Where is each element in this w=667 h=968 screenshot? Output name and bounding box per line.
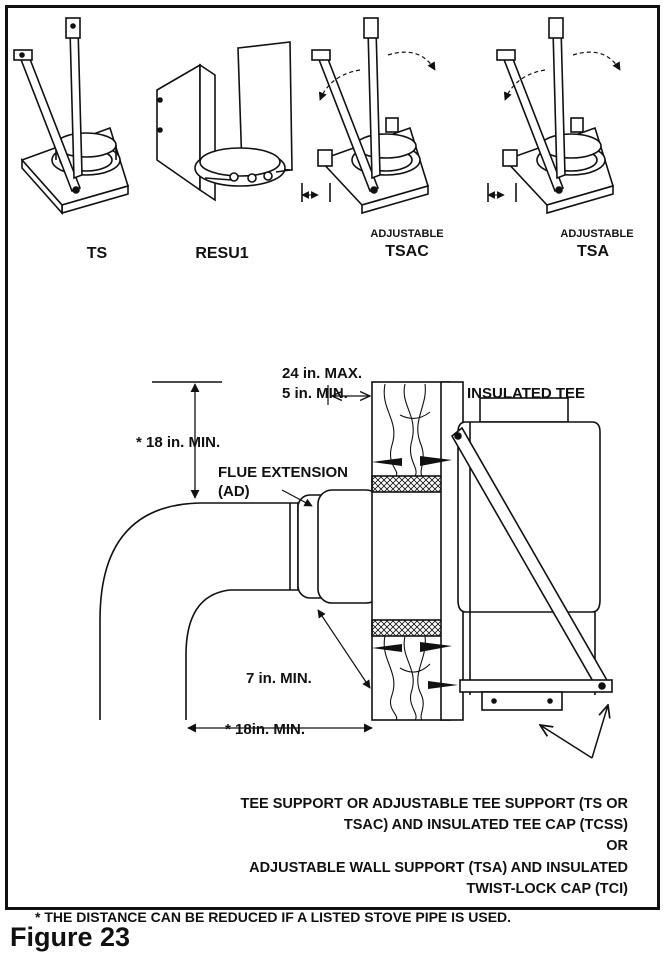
flue-extension-label: FLUE EXTENSION — [218, 464, 348, 481]
tsa-label: TSA — [577, 243, 609, 260]
flue-extension — [297, 489, 381, 604]
callout-arrow-right — [591, 705, 608, 759]
stove-pipe-elbow — [99, 502, 299, 720]
ts-label: TS — [87, 245, 108, 262]
figure-frame — [5, 5, 660, 910]
callout-line-1: TEE SUPPORT OR ADJUSTABLE TEE SUPPORT (T… — [240, 796, 628, 812]
resu1-label: RESU1 — [195, 245, 248, 262]
wood-grain-lower — [383, 635, 431, 721]
min-18-bottom-label: * 18in. MIN. — [225, 721, 305, 738]
side-clearance-dimension — [317, 609, 371, 689]
tsa-adjustable-wall-support-drawing — [487, 17, 615, 215]
insulated-tee-label: INSULATED TEE — [467, 385, 585, 402]
callout-line-4: ADJUSTABLE WALL SUPPORT (TSA) AND INSULA… — [249, 860, 628, 876]
callout-line-5: TWIST-LOCK CAP (TCI) — [466, 881, 628, 897]
footnote: * THE DISTANCE CAN BE REDUCED IF A LISTE… — [35, 909, 511, 925]
min-5-label: 5 in. MIN. — [282, 385, 348, 402]
flue-extension-code-label: (AD) — [218, 483, 250, 500]
max-24-label: 24 in. MAX. — [282, 365, 362, 382]
flue-extension-leader — [281, 489, 313, 507]
resu1-support-drawing — [156, 41, 293, 202]
tsac-label: TSAC — [385, 243, 429, 260]
wall-screws — [372, 456, 458, 689]
wood-grain-upper — [383, 383, 431, 477]
callout-line-2: TSAC) AND INSULATED TEE CAP (TCSS) — [344, 817, 628, 833]
tsac-adjustable-note: ADJUSTABLE — [370, 228, 443, 240]
insulated-tee — [457, 397, 601, 695]
tsa-adjustable-note: ADJUSTABLE — [560, 228, 633, 240]
min-7-label: 7 in. MIN. — [246, 670, 312, 687]
callout-arrow-left — [540, 725, 593, 759]
combustible-wall — [371, 381, 464, 721]
ts-tee-support-drawing — [13, 17, 130, 216]
tee-support-bracket — [450, 426, 613, 711]
figure-title: Figure 23 — [10, 922, 131, 952]
min-18-top-label: * 18 in. MIN. — [136, 434, 220, 451]
callout-line-3: OR — [606, 838, 628, 854]
tsac-adjustable-support-drawing — [301, 17, 430, 215]
